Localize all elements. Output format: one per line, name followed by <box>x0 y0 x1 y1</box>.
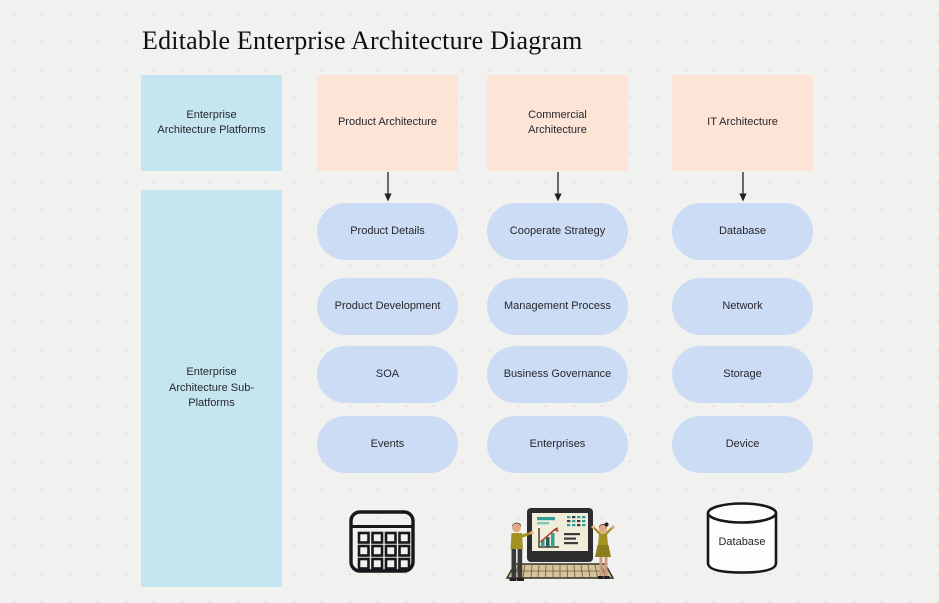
pill-product-development[interactable]: Product Development <box>317 278 458 335</box>
it-architecture-label: IT Architecture <box>707 116 778 129</box>
pill-product-details[interactable]: Product Details <box>317 203 458 260</box>
pill-label: Events <box>370 437 405 450</box>
pill-label: Product Details <box>350 224 425 237</box>
down-arrow-icon <box>554 172 562 202</box>
pill-label: Product Development <box>334 299 441 312</box>
pill-cooperate-strategy[interactable]: Cooperate Strategy <box>487 203 628 260</box>
pill-network[interactable]: Network <box>672 278 813 335</box>
enterprise-architecture-subplatforms-box[interactable]: Enterprise Architecture Sub-Platforms <box>141 190 282 587</box>
pill-device[interactable]: Device <box>672 416 813 473</box>
commercial-architecture-label: Commercial Architecture <box>528 108 587 136</box>
pill-label: Management Process <box>504 299 611 312</box>
pill-storage[interactable]: Storage <box>672 346 813 403</box>
database-cylinder-label: Database <box>718 536 766 548</box>
pill-label: Storage <box>723 367 762 380</box>
product-architecture-header-box[interactable]: Product Architecture <box>317 75 458 171</box>
pill-label: SOA <box>375 367 400 380</box>
cylinder-shape <box>706 502 778 574</box>
pill-label: Enterprises <box>529 437 586 450</box>
it-architecture-header-box[interactable]: IT Architecture <box>672 75 813 171</box>
pill-database[interactable]: Database <box>672 203 813 260</box>
enterprise-architecture-subplatforms-label: Enterprise Architecture Sub-Platforms <box>169 366 254 410</box>
pill-label: Cooperate Strategy <box>509 224 606 237</box>
pill-management-process[interactable]: Management Process <box>487 278 628 335</box>
product-architecture-label: Product Architecture <box>337 116 438 129</box>
team-analytics-laptop-illustration[interactable] <box>501 502 619 588</box>
pill-label: Database <box>718 224 767 237</box>
diagram-title: Editable Enterprise Architecture Diagram <box>142 26 583 55</box>
commercial-architecture-header-box[interactable]: Commercial Architecture <box>487 75 628 171</box>
database-cylinder-icon[interactable]: Database <box>703 500 781 580</box>
enterprise-architecture-platforms-box[interactable]: Enterprise Architecture Platforms <box>141 75 282 171</box>
calendar-grid-icon[interactable] <box>347 505 417 578</box>
pill-soa[interactable]: SOA <box>317 346 458 403</box>
pill-label: Business Governance <box>503 367 612 380</box>
pill-enterprises[interactable]: Enterprises <box>487 416 628 473</box>
pill-label: Device <box>725 437 760 450</box>
down-arrow-icon <box>739 172 747 202</box>
pill-label: Network <box>722 299 763 312</box>
down-arrow-icon <box>384 172 392 202</box>
pill-business-governance[interactable]: Business Governance <box>487 346 628 403</box>
enterprise-architecture-platforms-label: Enterprise Architecture Platforms <box>157 108 266 136</box>
pill-events[interactable]: Events <box>317 416 458 473</box>
